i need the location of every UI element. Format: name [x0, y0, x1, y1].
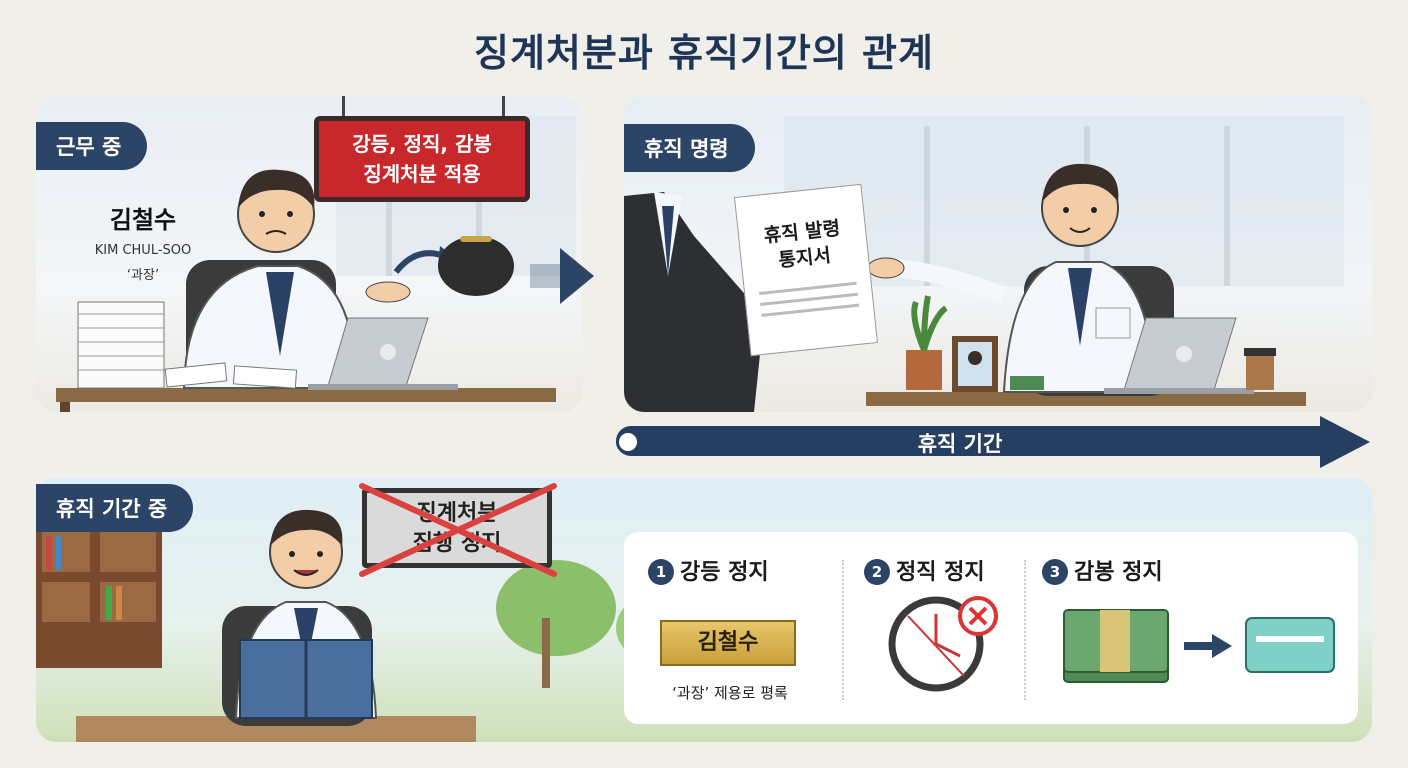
paper-stack-icon [77, 301, 165, 389]
halt-sign-line1: 징계처분 [416, 501, 498, 526]
tag-working: 근무 중 [36, 122, 148, 170]
timeline-start-dot [616, 430, 640, 454]
name-plate-caption: ‘과장’ 제용로 평록 [672, 684, 788, 702]
coffee-cup-icon [1244, 348, 1276, 390]
person-name-ko: 김철수 [109, 206, 177, 234]
tag-during-leave: 휴직 기간 중 [36, 484, 194, 532]
page-title: 징계처분과 휴직기간의 관계 [474, 31, 934, 75]
item-number-2: 2 [864, 559, 890, 585]
cross-out-icon [359, 483, 557, 577]
tag-leave-order: 휴직 명령 [624, 124, 755, 172]
desk [56, 388, 556, 402]
item-paycut-label: 감봉 정지 [1074, 560, 1163, 585]
transition-arrow-icon [530, 248, 594, 304]
wallet-icon [438, 236, 514, 296]
laptop-icon [308, 317, 458, 390]
money-to-card-icon [1063, 609, 1335, 683]
item-number-3: 3 [1042, 559, 1068, 585]
person-name-label: 김철수 KIM CHUL-SOO ‘과장’ [88, 200, 198, 283]
photo-frame-icon [952, 336, 998, 392]
disciplinary-sign-line1: 강등, 정직, 감봉 [352, 132, 492, 156]
disciplinary-sign: 강등, 정직, 감봉 징계처분 적용 [314, 116, 530, 202]
leave-period-timeline [616, 426, 1336, 456]
timeline-label: 휴직 기간 [917, 432, 1003, 456]
item-demotion-label: 강등 정지 [680, 560, 769, 585]
plant-icon [906, 295, 948, 390]
item-number-1: 1 [648, 559, 674, 585]
name-plate: 김철수 [660, 620, 796, 666]
laptop-right-icon [1104, 317, 1254, 394]
item-suspension-label: 정직 정지 [896, 560, 985, 585]
desk-right [866, 392, 1306, 406]
person-name-en: KIM CHUL-SOO [94, 243, 192, 258]
cash-icon [1010, 376, 1044, 390]
stopped-clock-icon [888, 596, 998, 692]
bookshelf-icon [36, 518, 162, 668]
person-rank: ‘과장’ [126, 268, 160, 283]
disciplinary-sign-line2: 징계처분 적용 [363, 162, 481, 186]
leave-notice-document: 휴직 발령 통지서 [733, 183, 879, 357]
open-book-icon [239, 639, 373, 719]
leave-order-scene [624, 116, 1344, 412]
timeline-arrow-head [1320, 416, 1370, 468]
